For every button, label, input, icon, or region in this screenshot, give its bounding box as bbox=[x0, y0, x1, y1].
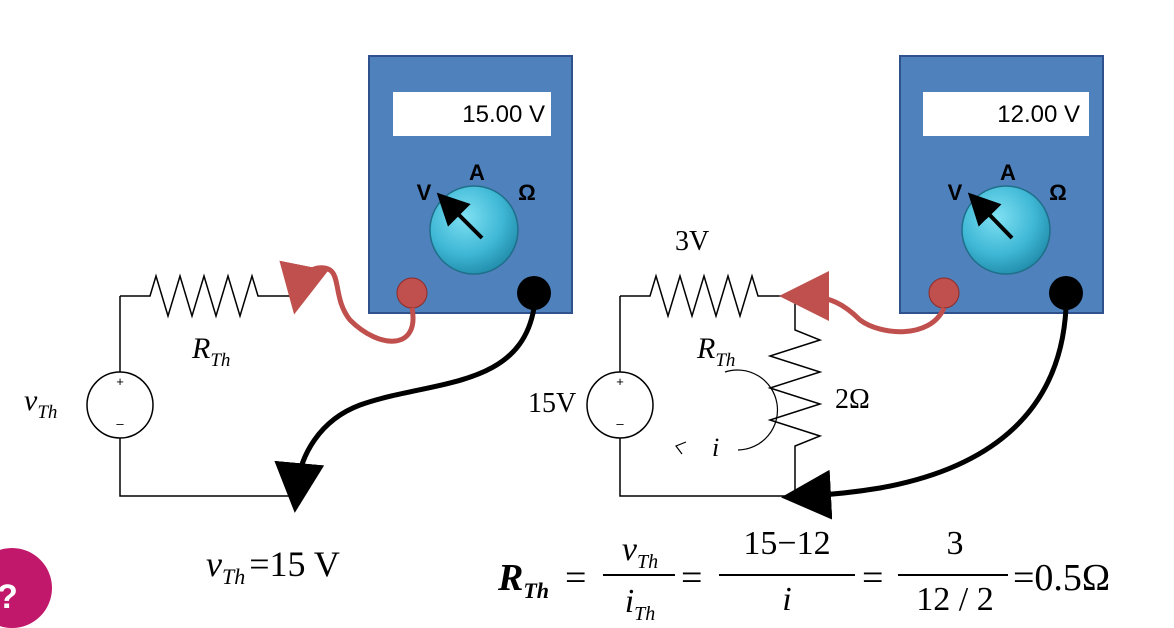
vth-equation: vTh=15 V bbox=[206, 544, 340, 589]
source-plus: + bbox=[116, 374, 124, 389]
frac1-denominator: iTh bbox=[625, 583, 656, 625]
load-resistor-label: 2Ω bbox=[835, 384, 870, 415]
black-test-lead[interactable] bbox=[781, 307, 1069, 520]
frac3-denominator: 12 / 2 bbox=[916, 581, 993, 618]
equals-sign: = bbox=[862, 557, 883, 599]
black-probe-jack[interactable] bbox=[1049, 276, 1083, 310]
mode-a-label: A bbox=[1000, 160, 1016, 185]
circuit-left bbox=[86, 273, 295, 497]
resistor-label: RTh bbox=[191, 332, 230, 371]
multimeter-left: 15.00 V V A Ω bbox=[368, 55, 573, 314]
equals-sign: = bbox=[565, 557, 586, 599]
resistor-rth-icon bbox=[620, 273, 795, 319]
resistor-rth-icon bbox=[120, 273, 295, 319]
rth-equation: RTh = vTh iTh = 15−12 i = 3 12 / 2 =0.5Ω bbox=[497, 525, 1110, 625]
circuit-right bbox=[586, 273, 823, 497]
meter-reading: 12.00 V bbox=[997, 101, 1080, 128]
mode-v-label: V bbox=[948, 180, 963, 205]
mode-ohm-label: Ω bbox=[518, 180, 536, 205]
meter-reading: 15.00 V bbox=[462, 101, 545, 128]
equals-sign: = bbox=[681, 557, 702, 599]
source-plus: + bbox=[616, 374, 624, 389]
wire bbox=[119, 438, 295, 497]
wire bbox=[619, 438, 795, 497]
source-minus: – bbox=[616, 416, 624, 431]
frac1-numerator: vTh bbox=[622, 531, 658, 573]
current-loop-arrow-icon bbox=[724, 369, 779, 451]
red-probe-jack[interactable] bbox=[396, 277, 428, 309]
mode-a-label: A bbox=[469, 160, 485, 185]
help-icon: ? bbox=[0, 578, 18, 616]
red-probe-jack[interactable] bbox=[928, 277, 960, 309]
meter-display bbox=[393, 92, 551, 136]
source-minus: – bbox=[116, 416, 124, 431]
node-terminal bbox=[790, 491, 800, 501]
svg-text:vTh=15 V: vTh=15 V bbox=[206, 544, 340, 589]
resistor-voltage-label: 3V bbox=[675, 226, 709, 257]
current-label: i bbox=[712, 433, 719, 462]
frac3-numerator: 3 bbox=[947, 525, 964, 562]
result-value: =0.5Ω bbox=[1013, 557, 1110, 599]
frac2-denominator: i bbox=[782, 581, 791, 618]
resistor-label: RTh bbox=[696, 332, 735, 371]
black-test-lead[interactable] bbox=[274, 307, 537, 513]
current-arrowhead-icon bbox=[675, 441, 687, 455]
dial-pointer-icon bbox=[436, 192, 484, 240]
red-test-lead[interactable] bbox=[279, 260, 416, 344]
node-terminal bbox=[290, 491, 300, 501]
rth-lhs: RTh bbox=[497, 557, 549, 603]
red-test-lead[interactable] bbox=[779, 271, 947, 335]
node-terminal bbox=[290, 291, 300, 301]
mode-ohm-label: Ω bbox=[1049, 180, 1067, 205]
resistor-load-icon bbox=[767, 296, 823, 496]
frac2-numerator: 15−12 bbox=[743, 525, 830, 562]
multimeter-right: 12.00 V V A Ω bbox=[899, 55, 1104, 314]
node-terminal bbox=[790, 291, 800, 301]
meter-display bbox=[923, 92, 1089, 136]
source-value-label: 15V bbox=[528, 388, 576, 419]
mode-v-label: V bbox=[417, 180, 432, 205]
source-label: vTh bbox=[24, 384, 57, 423]
dial-pointer-icon bbox=[967, 192, 1014, 240]
black-probe-jack[interactable] bbox=[517, 276, 551, 310]
